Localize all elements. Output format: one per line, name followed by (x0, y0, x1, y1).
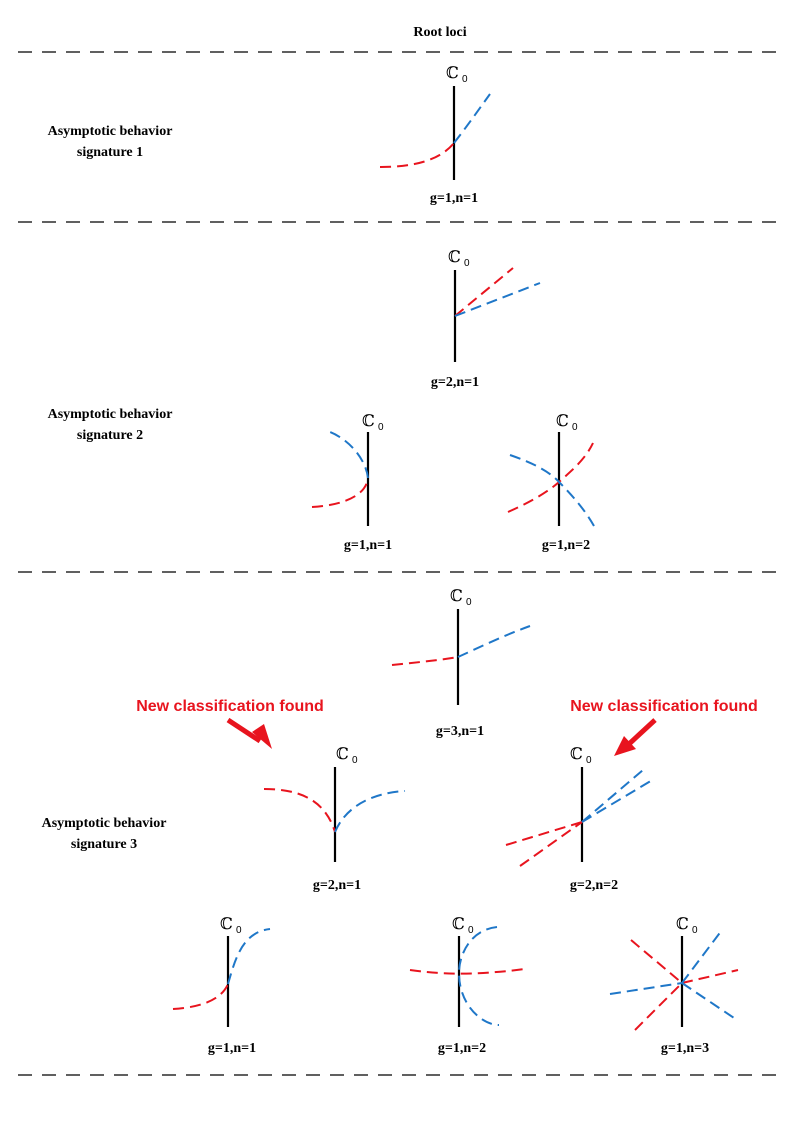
red-branch-lower-left (634, 982, 683, 1031)
svg-text:0: 0 (572, 422, 578, 433)
panel-label: g=1,n=1 (430, 191, 478, 206)
blue-branch (334, 790, 406, 833)
red-branch (454, 267, 514, 317)
svg-text:0: 0 (468, 925, 474, 936)
red-branch (409, 968, 526, 975)
svg-text:ℂ: ℂ (448, 247, 461, 266)
svg-text:signature 1: signature 1 (77, 145, 143, 160)
panel-label: g=2,n=2 (570, 878, 618, 893)
red-branch (391, 656, 459, 666)
panel-label: g=3,n=1 (436, 724, 484, 739)
svg-text:ℂ: ℂ (450, 586, 463, 605)
blue-branch-upper-right (681, 929, 723, 984)
svg-text:ℂ: ℂ (570, 744, 583, 763)
blue-branch (457, 926, 500, 1026)
red-branch-lower (505, 821, 583, 846)
svg-text:0: 0 (464, 258, 470, 269)
panel-label: g=2,n=1 (431, 375, 479, 390)
svg-text:ℂ: ℂ (336, 744, 349, 763)
blue-branch-left (609, 982, 683, 995)
panel-label: g=1,n=2 (438, 1041, 486, 1056)
blue-branch (329, 431, 369, 479)
blue-branch-upper (581, 769, 644, 823)
svg-text:ℂ: ℂ (362, 411, 375, 430)
signature-2-label: Asymptotic behavior signature 2 (48, 407, 173, 443)
blue-branch-lower-right (681, 982, 738, 1021)
panel-label: g=1,n=3 (661, 1041, 709, 1056)
callout-arrow-shaft (226, 717, 262, 744)
signature-1-label: Asymptotic behavior signature 1 (48, 124, 173, 160)
red-branch (172, 983, 229, 1010)
svg-text:0: 0 (692, 925, 698, 936)
svg-text:Asymptotic behavior: Asymptotic behavior (42, 816, 167, 831)
red-branch-steep (519, 821, 583, 867)
blue-branch (454, 282, 541, 317)
blue-branch (227, 928, 271, 985)
svg-text:signature 2: signature 2 (77, 428, 143, 443)
blue-branch (509, 454, 595, 527)
callout-arrowhead (614, 736, 636, 756)
svg-text:ℂ: ℂ (446, 63, 459, 82)
panel-label: g=1,n=2 (542, 538, 590, 553)
svg-text:ℂ: ℂ (220, 914, 233, 933)
svg-text:0: 0 (236, 925, 242, 936)
svg-text:New classification found: New classification found (136, 698, 324, 715)
svg-text:ℂ: ℂ (556, 411, 569, 430)
red-branch (311, 477, 369, 508)
svg-text:0: 0 (352, 755, 358, 766)
blue-branch (453, 93, 491, 144)
svg-text:signature 3: signature 3 (71, 837, 137, 852)
signature-3-label: Asymptotic behavior signature 3 (42, 816, 167, 852)
red-branch (263, 788, 336, 833)
red-branch-upper-left (630, 939, 683, 984)
svg-text:0: 0 (466, 597, 472, 608)
svg-text:New classification found: New classification found (570, 698, 758, 715)
callout-arrowhead (252, 724, 272, 749)
new-classification-callout-right: New classification found (570, 698, 758, 756)
red-branch (379, 142, 455, 168)
svg-text:0: 0 (378, 422, 384, 433)
panel-label: g=1,n=1 (208, 1041, 256, 1056)
panel-label: g=2,n=1 (313, 878, 361, 893)
blue-branch (457, 625, 531, 658)
red-branch-right (681, 969, 739, 984)
svg-text:Asymptotic behavior: Asymptotic behavior (48, 124, 173, 139)
new-classification-callout-left: New classification found (136, 698, 324, 749)
panel-label: g=1,n=1 (344, 538, 392, 553)
svg-text:0: 0 (462, 74, 468, 85)
svg-text:ℂ: ℂ (452, 914, 465, 933)
svg-text:Asymptotic behavior: Asymptotic behavior (48, 407, 173, 422)
svg-text:ℂ: ℂ (676, 914, 689, 933)
svg-text:0: 0 (586, 755, 592, 766)
diagram-title: Root loci (413, 25, 466, 40)
blue-branch-lower (581, 778, 655, 823)
callout-arrow-shaft (627, 718, 657, 746)
red-branch (507, 442, 594, 513)
